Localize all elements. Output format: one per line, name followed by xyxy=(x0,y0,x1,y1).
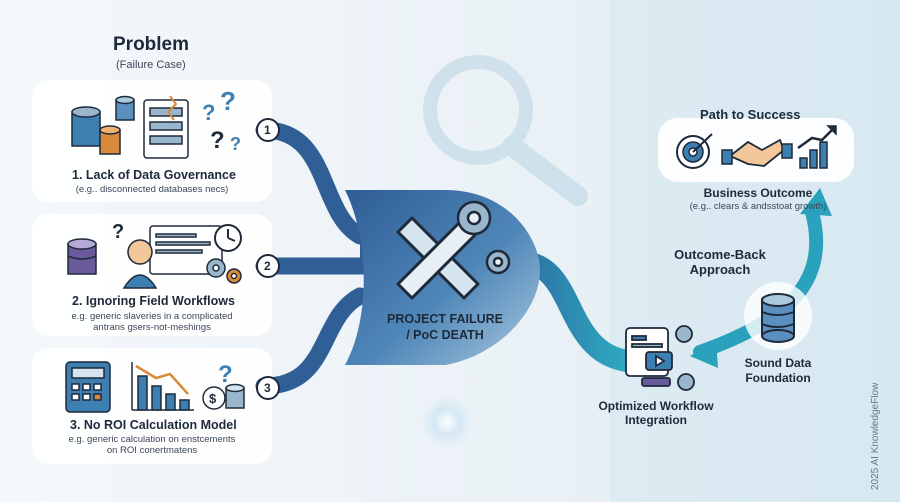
foundation-label-line-1: Sound Data xyxy=(744,356,812,370)
databases-icon xyxy=(71,95,135,155)
business-outcome-subtitle: (e.g.. clears & andsstoat growth) xyxy=(689,201,827,212)
svg-text:?: ? xyxy=(218,361,233,388)
declining-chart-icon xyxy=(131,362,194,411)
foundation-label-line-2: Foundation xyxy=(745,371,811,385)
svg-text:?: ? xyxy=(230,134,241,154)
card-2-title: 2. Ignoring Field Workflows xyxy=(72,294,235,308)
card-2-subtitle-line-1: e.g. generic slaveries in a complicated xyxy=(71,311,233,322)
badge-3 xyxy=(256,376,280,400)
server-rack-icon xyxy=(143,95,189,159)
svg-text:?: ? xyxy=(210,127,225,154)
svg-text:?: ? xyxy=(220,86,236,116)
approach-label-line-1: Outcome-Back xyxy=(674,247,766,262)
outcome-back-arrow-head-left xyxy=(690,340,718,368)
card-3-subtitle-line-2: on ROI conertmatens xyxy=(106,445,198,456)
card-3-title: 3. No ROI Calculation Model xyxy=(70,418,237,432)
problem-subtitle: (Failure Case) xyxy=(116,59,186,71)
badge-3-number: 3 xyxy=(264,381,271,395)
card-2-subtitle-line-2: antrans gsers-not-meshings xyxy=(93,322,211,333)
badge-1 xyxy=(256,118,280,142)
confused-worker-icon: ? xyxy=(112,221,223,289)
path-to-success-title: Path to Success xyxy=(700,107,801,122)
badge-1-number: 1 xyxy=(264,123,271,137)
card-1-subtitle: (e.g.. disconnected databases necs) xyxy=(75,184,229,195)
center-label-line-1: PROJECT FAILURE xyxy=(387,312,503,326)
business-outcome-title: Business Outcome xyxy=(703,186,813,200)
growth-chart-icon xyxy=(797,125,837,169)
svg-text:$: $ xyxy=(209,391,217,406)
svg-text:?: ? xyxy=(202,100,215,125)
flow-paths xyxy=(255,121,371,395)
handshake-icon xyxy=(721,138,793,167)
target-icon xyxy=(676,133,713,169)
center-label-line-2: / PoC DEATH xyxy=(406,328,484,342)
question-marks-icon: ? ? ? ? xyxy=(202,86,241,154)
x-mark-icon xyxy=(396,216,480,300)
clock-icon xyxy=(214,224,242,252)
coins-icon: $ ? xyxy=(202,361,245,410)
problem-title: Problem xyxy=(113,34,190,55)
right-panel xyxy=(610,0,900,502)
approach-label-line-2: Approach xyxy=(689,262,751,277)
watermark: 2025 AI KnowledgeFlow xyxy=(870,382,881,490)
outcome-back-arrow-head-up xyxy=(800,188,832,216)
badge-2-number: 2 xyxy=(264,259,271,273)
workflow-integration-icon xyxy=(625,325,695,391)
glow-orb xyxy=(421,396,473,448)
calculator-icon xyxy=(65,361,111,413)
database-stack-icon xyxy=(67,238,97,275)
gears-icon xyxy=(206,258,242,284)
card-3-subtitle-line-1: e.g. generic calculation on enstcements xyxy=(68,434,236,445)
workflow-label-line-2: Integration xyxy=(625,413,687,427)
database-icon xyxy=(744,282,812,350)
workflow-label-line-1: Optimized Workflow xyxy=(598,399,714,413)
magnifier-icon xyxy=(423,55,588,206)
card-1-title: 1. Lack of Data Governance xyxy=(72,168,236,182)
badge-2 xyxy=(256,254,280,278)
svg-text:?: ? xyxy=(112,221,124,243)
gear-icon xyxy=(456,200,511,275)
